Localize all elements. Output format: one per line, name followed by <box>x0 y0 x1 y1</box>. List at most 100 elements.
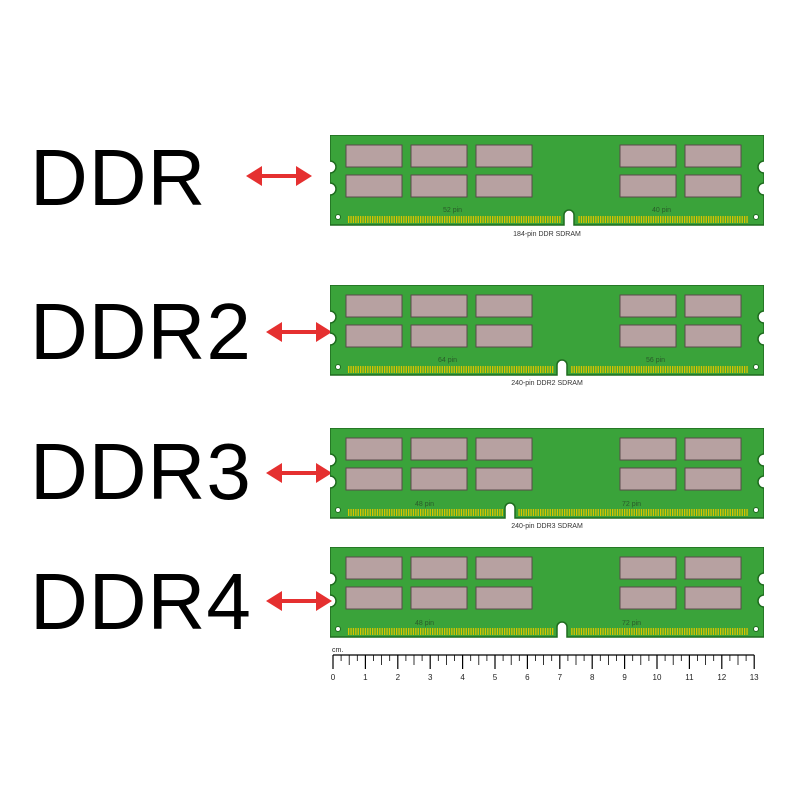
contact-pin <box>444 216 446 223</box>
contact-pin <box>501 509 503 516</box>
caption-ddr3: 240-pin DDR3 SDRAM <box>511 523 583 530</box>
contact-pin <box>384 628 386 635</box>
memory-chip <box>410 144 468 168</box>
contact-pin <box>492 628 494 635</box>
contact-pin <box>405 216 407 223</box>
contact-pin <box>710 366 712 373</box>
contact-pin <box>693 366 695 373</box>
contact-pin <box>415 216 417 223</box>
contact-pin <box>686 366 688 373</box>
contact-pin <box>552 509 554 516</box>
contact-pin <box>520 216 523 223</box>
memory-chip <box>684 144 742 168</box>
contact-pin <box>657 509 659 516</box>
contact-pin <box>422 628 424 635</box>
arrow-head-right <box>296 166 312 186</box>
contact-pin <box>391 366 393 373</box>
contact-pin <box>544 366 547 373</box>
contact-pin <box>489 509 491 516</box>
contact-pin <box>487 509 489 516</box>
contact-pin <box>494 509 496 516</box>
contact-pin <box>352 509 355 516</box>
contact-pin <box>408 628 410 635</box>
ram-module-ddr4-pcb <box>330 547 764 638</box>
contact-pin <box>621 509 623 516</box>
arrow-head-left <box>266 591 282 611</box>
contact-pin <box>633 628 635 635</box>
left-pin-count: 48 pin <box>415 501 435 508</box>
contact-pin <box>633 366 635 373</box>
ruler-tick-label: 7 <box>558 673 563 682</box>
contact-pin <box>679 366 681 373</box>
contact-pin <box>724 628 727 635</box>
contact-pin <box>576 509 578 516</box>
mount-hole <box>335 626 341 632</box>
contact-pin <box>444 366 446 373</box>
contact-pin <box>681 216 683 223</box>
contact-pin <box>616 366 619 373</box>
memory-chip <box>345 586 403 610</box>
contact-pin <box>674 509 676 516</box>
contact-pin <box>732 628 734 635</box>
contact-pin <box>552 216 554 223</box>
contact-pin <box>590 628 592 635</box>
contact-pin <box>396 628 398 635</box>
contact-pin <box>741 366 743 373</box>
contact-pin <box>566 509 568 516</box>
contact-pin <box>602 509 604 516</box>
contact-pin <box>693 628 695 635</box>
contact-pin <box>350 216 352 223</box>
contact-pin <box>525 216 527 223</box>
contact-pin <box>424 509 427 516</box>
contact-pin <box>508 628 511 635</box>
arrow-head-left <box>266 463 282 483</box>
module-ddr4: 48 pin 72 pin <box>330 547 764 639</box>
contact-pin <box>688 628 691 635</box>
contact-pin <box>432 366 434 373</box>
contact-pin <box>480 628 482 635</box>
contact-pin <box>720 216 722 223</box>
mount-hole <box>753 214 759 220</box>
contact-pin <box>360 509 362 516</box>
contact-pin <box>374 628 376 635</box>
contact-pin <box>388 628 391 635</box>
contact-pin <box>379 366 381 373</box>
contact-pin <box>741 216 743 223</box>
double-arrow-icon <box>266 591 332 611</box>
contact-pin <box>602 366 604 373</box>
contact-pin <box>681 628 683 635</box>
contact-pin <box>667 216 669 223</box>
contact-pin <box>564 509 566 516</box>
memory-chip <box>475 174 533 198</box>
contact-pin <box>693 216 695 223</box>
contact-pin <box>583 216 585 223</box>
memory-chip <box>475 586 533 610</box>
contact-pin <box>604 628 607 635</box>
contact-pin <box>588 509 590 516</box>
contact-pin <box>412 366 415 373</box>
contact-pin <box>362 366 364 373</box>
contact-pin <box>412 628 415 635</box>
contact-pin <box>549 509 551 516</box>
arrow-head-left <box>246 166 262 186</box>
contact-pin <box>609 509 611 516</box>
contact-pin <box>544 628 547 635</box>
contact-pin <box>664 509 667 516</box>
contact-pin <box>616 509 619 516</box>
contact-pin <box>391 509 393 516</box>
contact-pin <box>376 509 379 516</box>
contact-pin <box>451 216 453 223</box>
contact-pin <box>374 509 376 516</box>
contact-pin <box>657 628 659 635</box>
contact-pin <box>448 628 451 635</box>
memory-chip <box>684 437 742 461</box>
ruler-tick-label: 6 <box>525 673 530 682</box>
ruler-tick-label: 3 <box>428 673 433 682</box>
memory-chip <box>410 556 468 580</box>
memory-chip <box>475 294 533 318</box>
contact-pin <box>348 509 350 516</box>
memory-chip <box>619 324 677 348</box>
contact-pin <box>367 509 369 516</box>
contact-pin <box>357 628 359 635</box>
